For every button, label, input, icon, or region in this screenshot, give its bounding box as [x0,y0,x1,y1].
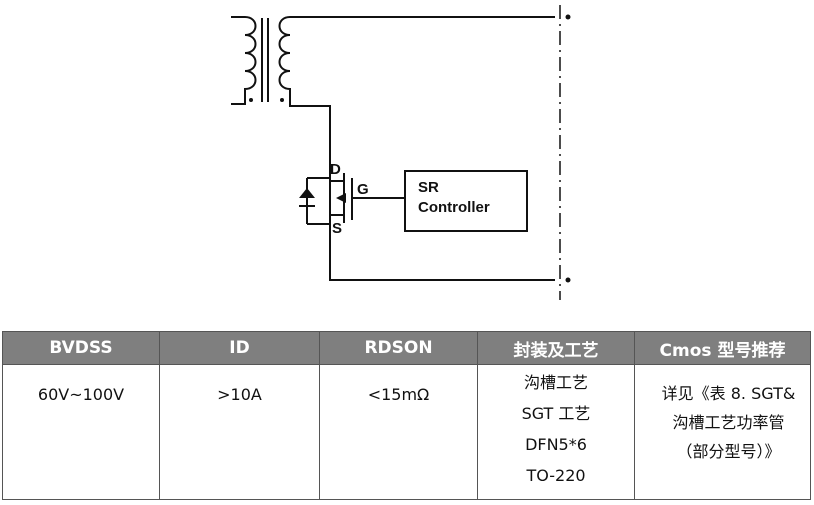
polarity-dot-secondary [280,98,284,102]
table-row: 60V~100V >10A <15mΩ 沟槽工艺 SGT 工艺 DFN5*6 T… [2,364,811,500]
pin-label-drain: D [330,161,341,178]
table-header-row: BVDSS ID RDSON 封装及工艺 Cmos 型号推荐 [2,331,811,365]
header-recommendation: Cmos 型号推荐 [634,331,811,365]
process-line: DFN5*6 [525,435,587,454]
recommendation-line: 沟槽工艺功率管 [672,413,785,432]
body-diode-icon [299,188,315,198]
secondary-winding [278,16,555,172]
header-package-process: 封装及工艺 [477,331,635,365]
primary-winding [231,16,257,105]
recommendation-line: （部分型号）》 [676,442,781,461]
header-bvdss: BVDSS [2,331,160,365]
header-rdson: RDSON [319,331,478,365]
sr-controller-box [404,170,528,232]
terminal-dot-bottom [565,277,571,283]
sr-circuit-diagram: D G S SR Controller [231,5,571,300]
polarity-dot-primary [249,98,253,102]
controller-label-line2: Controller [418,199,490,216]
cell-bvdss: 60V~100V [2,364,160,500]
process-line: 沟槽工艺 [523,373,588,392]
process-line: TO-220 [526,466,586,485]
mosfet-spec-table: BVDSS ID RDSON 封装及工艺 Cmos 型号推荐 60V~100V … [2,331,811,500]
controller-label-line1: SR [418,179,439,196]
pin-label-source: S [332,220,342,237]
header-id: ID [159,331,320,365]
pin-label-gate: G [357,181,369,198]
cell-id: >10A [159,364,320,500]
terminal-dot-top [565,14,571,20]
return-wire [329,228,555,281]
cell-package-process: 沟槽工艺 SGT 工艺 DFN5*6 TO-220 [477,364,635,500]
mosfet-arrow-icon [336,193,346,203]
recommendation-line: 详见《表 8. SGT& [661,384,796,403]
process-line: SGT 工艺 [521,404,591,423]
cell-rdson: <15mΩ [319,364,478,500]
cell-recommendation: 详见《表 8. SGT& 沟槽工艺功率管 （部分型号）》 [634,364,811,500]
